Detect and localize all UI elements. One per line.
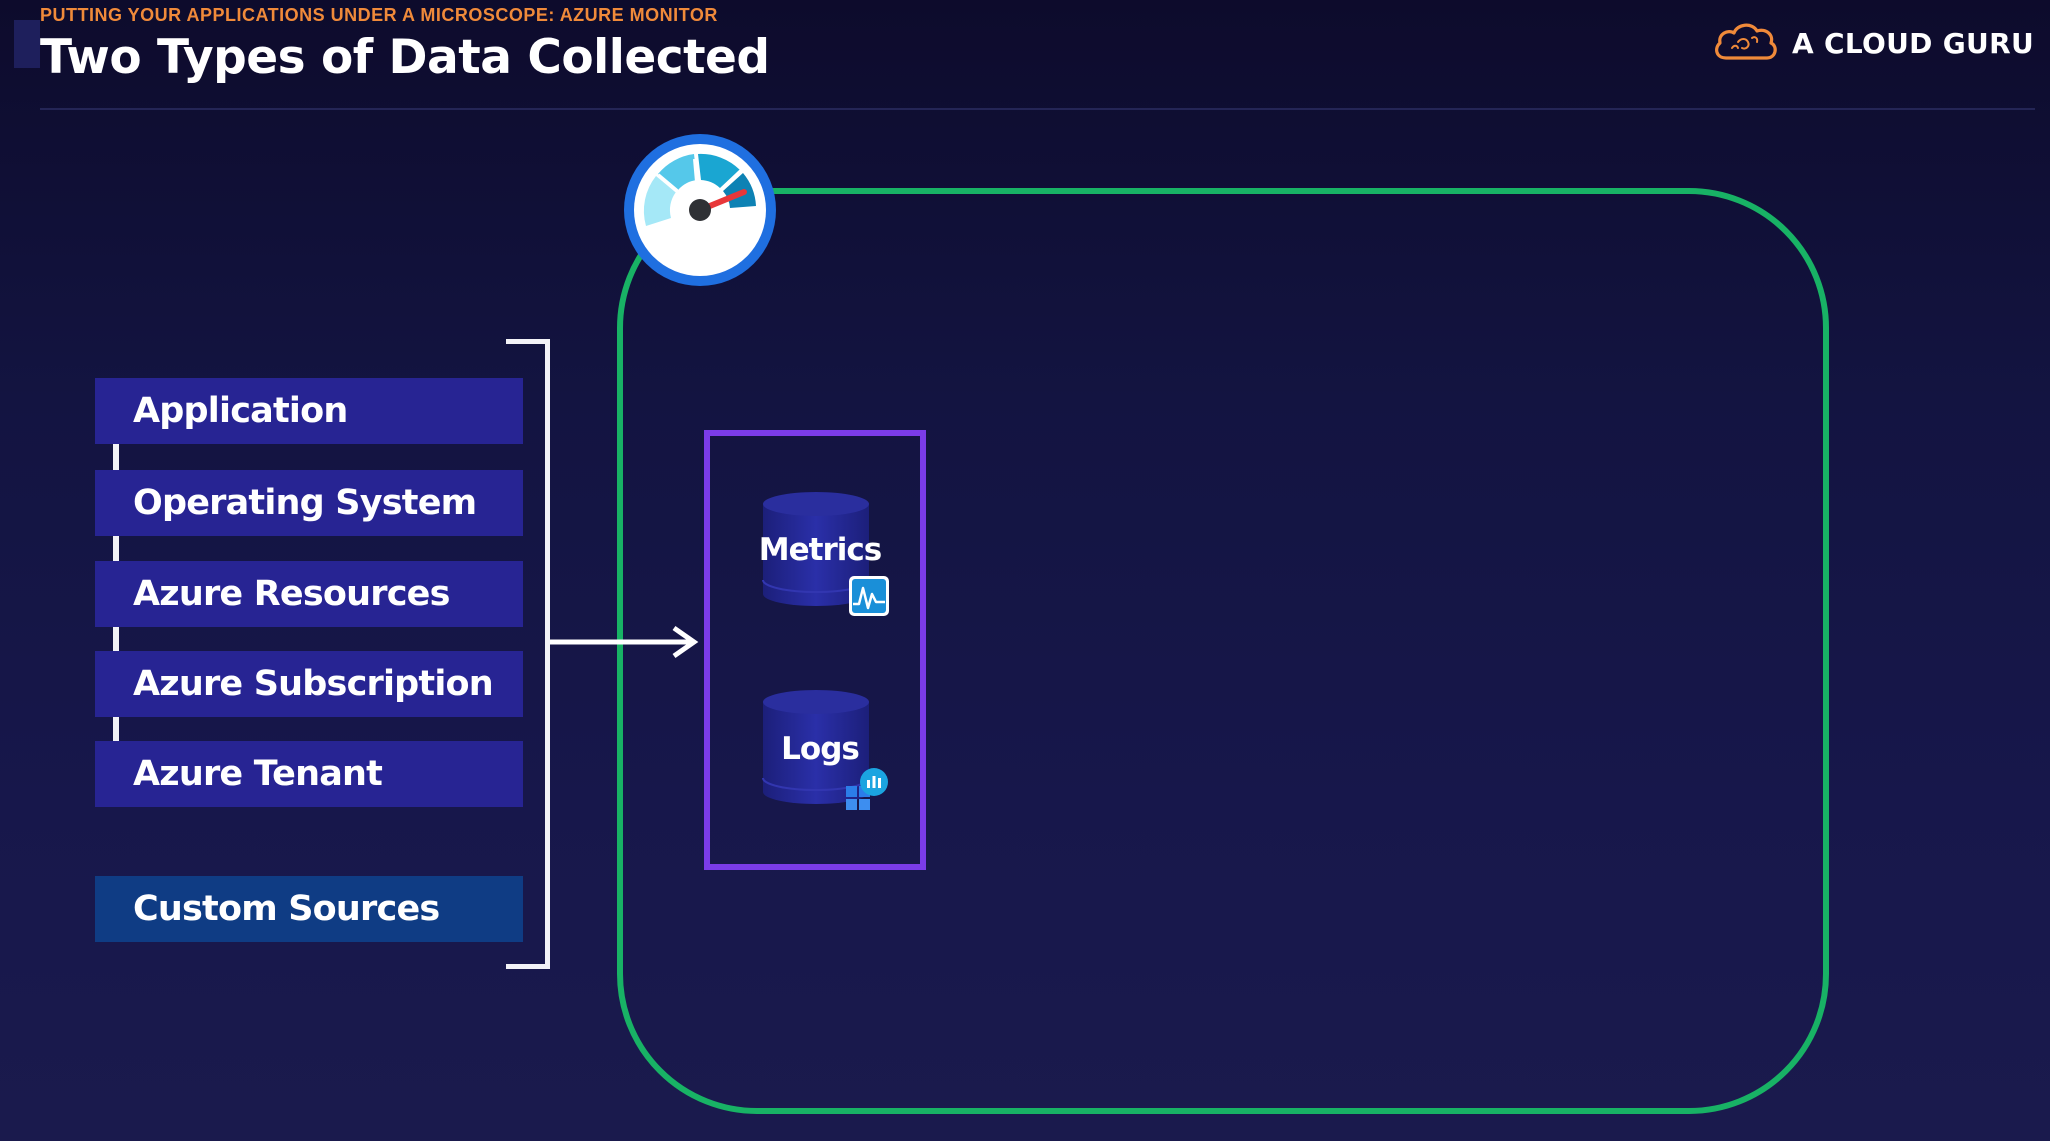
metrics-chart-icon: [847, 574, 891, 623]
slide-header: PUTTING YOUR APPLICATIONS UNDER A MICROS…: [0, 0, 2050, 110]
azure-monitor-gauge-icon: [620, 130, 780, 290]
log-analytics-icon: [842, 766, 890, 819]
source-connector: [113, 536, 119, 562]
source-custom: Custom Sources: [95, 876, 523, 942]
source-azure-subscription: Azure Subscription: [95, 651, 523, 717]
azure-monitor-frame: [617, 188, 1829, 1114]
data-stores-frame: Metrics Logs: [704, 430, 926, 870]
header-divider: [40, 108, 2035, 110]
page-title: Two Types of Data Collected: [40, 30, 770, 85]
source-operating-system: Operating System: [95, 470, 523, 536]
logs-database-icon: [761, 688, 871, 818]
metrics-database-icon: [761, 490, 871, 620]
cloud-logo-icon: [1712, 20, 1780, 67]
source-connector: [113, 444, 119, 470]
title-accent-bar: [14, 20, 40, 68]
source-connector: [113, 627, 119, 653]
brand-name: A CLOUD GURU: [1792, 27, 2034, 60]
sources-bracket: [506, 339, 550, 969]
logs-label: Logs: [781, 731, 860, 767]
metrics-label: Metrics: [758, 532, 882, 568]
source-azure-tenant: Azure Tenant: [95, 741, 523, 807]
source-connector: [113, 717, 119, 743]
brand-logo: A CLOUD GURU: [1712, 20, 2034, 67]
source-application: Application: [95, 378, 523, 444]
course-section-label: PUTTING YOUR APPLICATIONS UNDER A MICROS…: [40, 5, 718, 25]
source-azure-resources: Azure Resources: [95, 561, 523, 627]
